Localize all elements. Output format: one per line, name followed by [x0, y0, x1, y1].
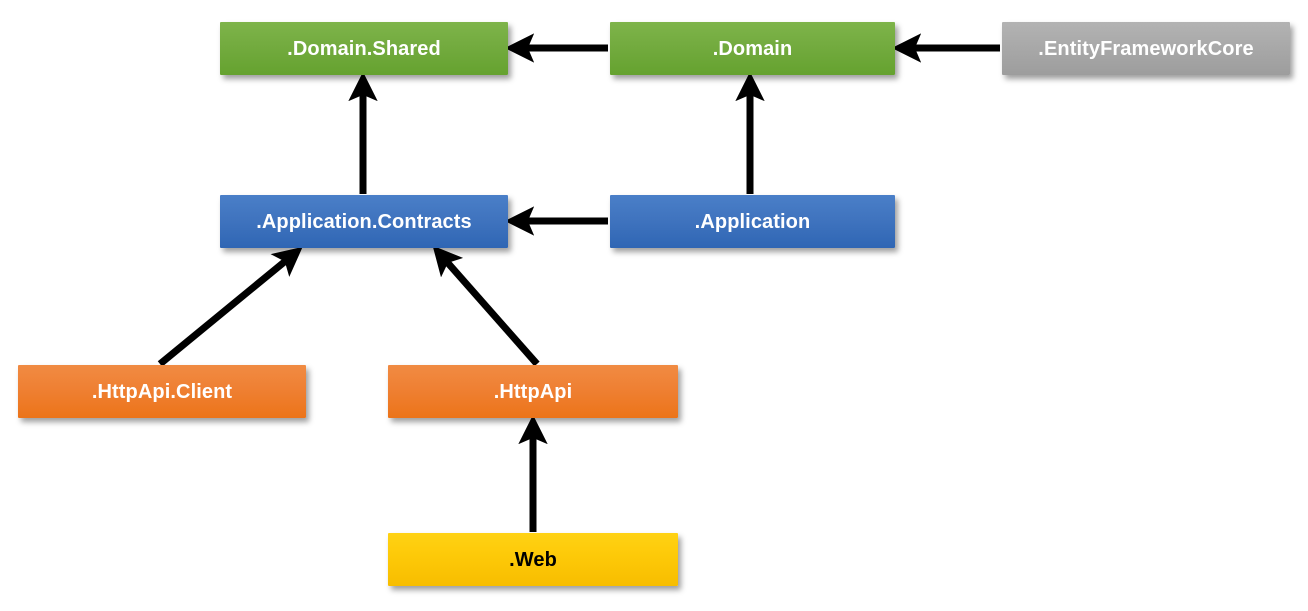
node-application[interactable]: .Application — [610, 195, 895, 248]
node-label-httpapi-client: .HttpApi.Client — [91, 380, 233, 403]
node-label-entity-framework-core: .EntityFrameworkCore — [1038, 37, 1254, 60]
node-web[interactable]: .Web — [388, 533, 678, 586]
edges-group — [157, 33, 1000, 532]
node-label-application: .Application — [694, 210, 811, 233]
arrow-httpapi-client-to-application-contracts — [157, 246, 303, 367]
node-domain[interactable]: .Domain — [610, 22, 895, 75]
node-label-domain: .Domain — [712, 37, 793, 60]
node-entity-framework-core[interactable]: .EntityFrameworkCore — [1002, 22, 1290, 75]
node-label-web: .Web — [509, 548, 557, 571]
node-label-domain-shared: .Domain.Shared — [287, 37, 441, 60]
node-domain-shared[interactable]: .Domain.Shared — [220, 22, 508, 75]
node-httpapi[interactable]: .HttpApi — [388, 365, 678, 418]
node-label-application-contracts: .Application.Contracts — [256, 210, 472, 233]
arrow-httpapi-to-application-contracts — [432, 245, 540, 367]
node-httpapi-client[interactable]: .HttpApi.Client — [18, 365, 306, 418]
node-application-contracts[interactable]: .Application.Contracts — [220, 195, 508, 248]
node-label-httpapi: .HttpApi — [493, 380, 573, 403]
